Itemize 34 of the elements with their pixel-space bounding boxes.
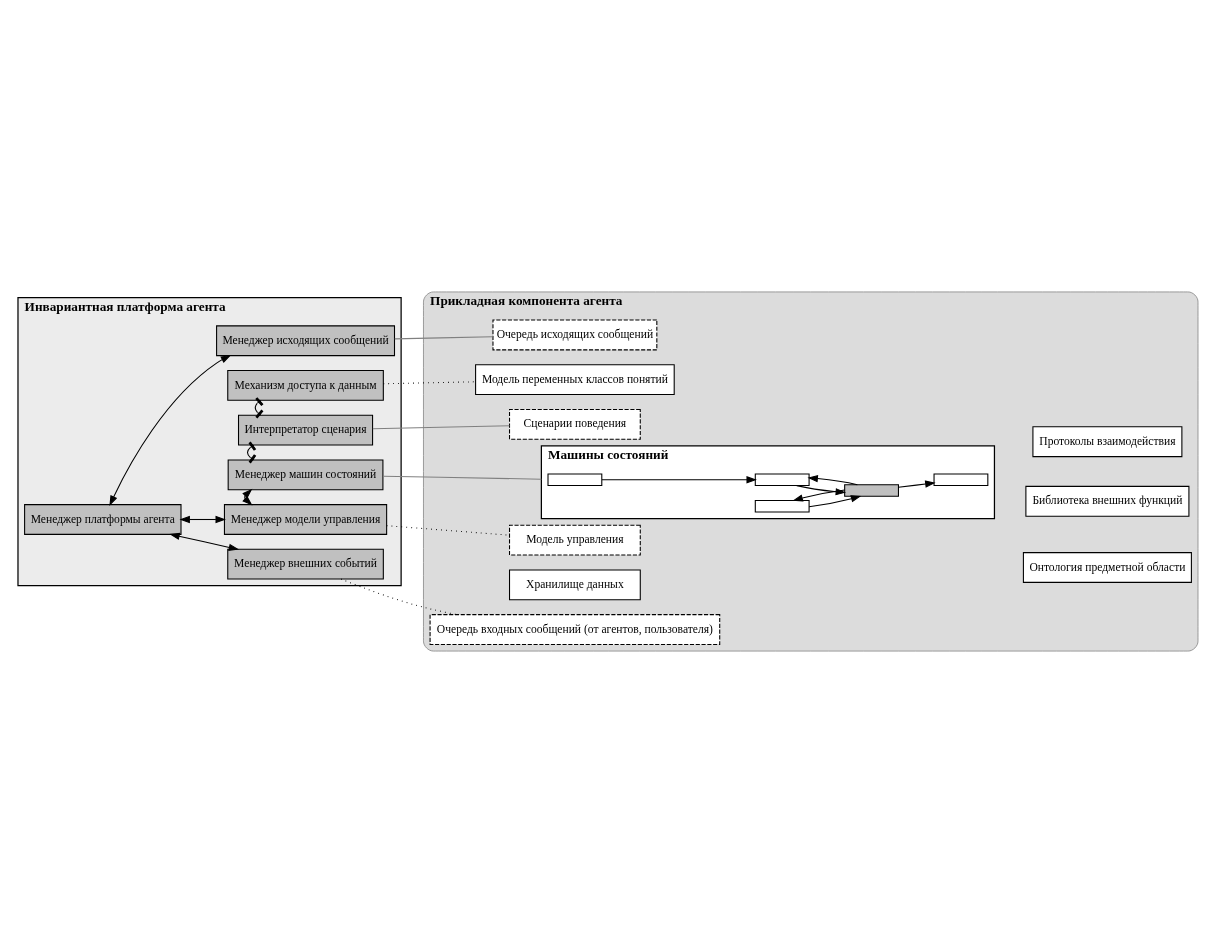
connector [372, 424, 511, 429]
node-box: Очередь входных сообщений (от агентов, пользователя) [429, 613, 721, 645]
node-box: Менеджер платформы агента [24, 503, 182, 535]
node-box: Хранилище данных [509, 568, 641, 600]
node-box: Сценарии поведения [509, 408, 641, 440]
node-box: Механизм доступа к данным [227, 369, 384, 401]
cluster: Машины состояний [540, 444, 996, 519]
node-box: Протоколы взаимодействия [1032, 425, 1183, 457]
node-box: Библиотека внешних функций [1025, 485, 1190, 517]
connector [340, 578, 458, 615]
connector [382, 475, 542, 480]
node-box: Менеджер исходящих сообщений [216, 324, 396, 356]
connector [254, 396, 264, 419]
node-box: Менеджер внешних событий [227, 548, 384, 580]
arrow [109, 354, 232, 506]
node-box: Онтология предметной области [1022, 551, 1192, 583]
node-box: Менеджер модели управления [223, 503, 388, 535]
node-box: Модель переменных классов понятий [475, 363, 675, 395]
arrow [179, 515, 226, 523]
node-box: Очередь исходящих сообщений [492, 319, 658, 350]
connector [394, 335, 494, 339]
arrow [897, 479, 936, 488]
node-box: Модель управления [509, 524, 641, 556]
arrow [601, 475, 757, 483]
arrow [242, 488, 253, 506]
node-box [844, 483, 899, 497]
node-box [547, 472, 603, 486]
connector [247, 441, 257, 463]
arrow [169, 532, 240, 551]
node-box [754, 472, 810, 486]
arrow [808, 494, 862, 507]
node-box [754, 499, 810, 513]
arrow [807, 474, 858, 485]
node-box [933, 472, 989, 486]
